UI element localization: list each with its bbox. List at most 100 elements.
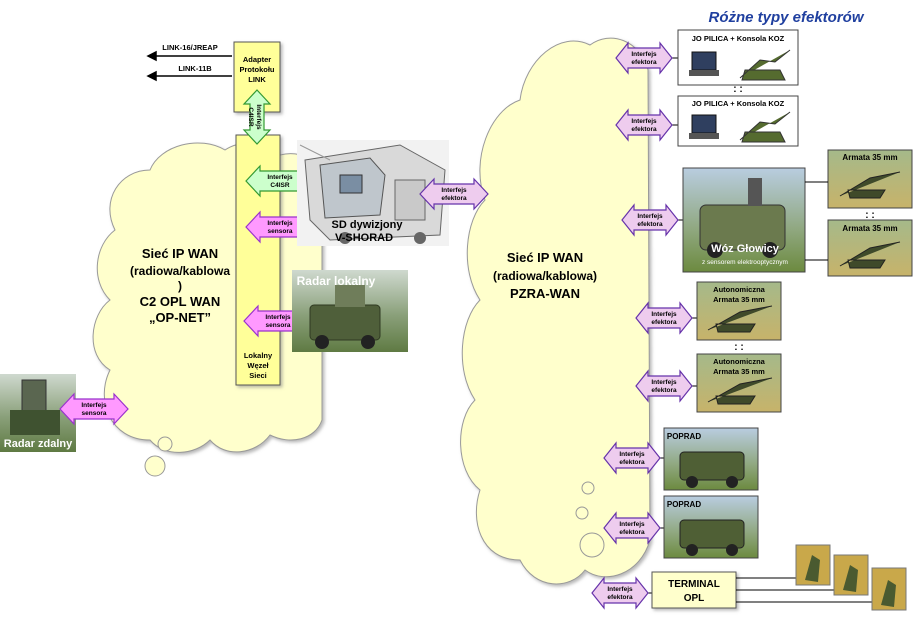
armata-image-2 [827, 219, 913, 277]
effector-arrow-5-line2: efektora [651, 387, 677, 394]
sensor-arrow-sd-line1: Interfejs [267, 220, 293, 227]
local-node-line2: Węzeł [247, 361, 269, 370]
effector-arrow-center [419, 177, 489, 211]
sensor-arrow-radar-remote-line1: Interfejs [81, 402, 107, 409]
effector-arrow-1 [615, 41, 673, 75]
c4isr-vertical-line1: Interfejs [255, 104, 262, 130]
effector-arrow-6-line2: efektora [619, 459, 645, 466]
cloud-bubble [157, 436, 173, 452]
jo-pilica-box-1 [677, 29, 799, 86]
effector-arrow-6-line1: Interfejs [619, 451, 645, 458]
cloud-bubble [575, 506, 589, 520]
effector-arrow-4 [635, 301, 693, 335]
effector-arrow-7-line1: Interfejs [619, 521, 645, 528]
jo-pilica-label-2: JO PILICA + Konsola KOZ [692, 99, 785, 108]
right-cloud-line1: Sieć IP WAN [507, 250, 583, 265]
effector-arrow-1-line1: Interfejs [631, 51, 657, 58]
woz-glowicy-image [682, 167, 806, 273]
dots-separator: : : [734, 342, 743, 353]
effector-arrow-7-line2: efektora [619, 529, 645, 536]
left-cloud-line3: ) [178, 279, 182, 293]
effector-arrow-2-line1: Interfejs [631, 118, 657, 125]
local-node-label: Lokalny Węzeł Sieci [244, 351, 273, 380]
local-node-line1: Lokalny [244, 351, 273, 360]
effector-arrow-center-line1: Interfejs [441, 187, 467, 194]
terminal-line2: OPL [684, 593, 705, 604]
effector-arrow-5-line1: Interfejs [651, 379, 677, 386]
armata-label-1: Armata 35 mm [842, 153, 897, 162]
left-cloud-line2: (radiowa/kablowa [130, 264, 230, 278]
local-node-line3: Sieci [249, 371, 267, 380]
left-cloud-line5: „OP-NET” [149, 310, 211, 325]
c4isr-arrow-line2: C4ISR [270, 182, 289, 189]
left-cloud-label: Sieć IP WAN (radiowa/kablowa ) C2 OPL WA… [130, 246, 230, 325]
armata-image-1 [827, 149, 913, 209]
effector-arrow-3-line1: Interfejs [637, 213, 663, 220]
c4isr-vertical-arrow [242, 89, 272, 145]
auto-armata-2-line2: Armata 35 mm [713, 367, 765, 376]
radar-local-image [292, 270, 408, 352]
woz-armata-connections [805, 181, 828, 261]
soldier-images [795, 544, 907, 611]
woz-sublabel: z sensorem elektrooptycznym [702, 259, 788, 266]
auto-armata-image-1 [696, 281, 782, 341]
sensor-arrow-radar-local-line1: Interfejs [265, 314, 291, 321]
effector-arrow-4-line1: Interfejs [651, 311, 677, 318]
effector-arrow-8-line2: efektora [607, 594, 633, 601]
sd-label-line2: V-SHORAD [335, 232, 393, 244]
effector-arrow-8-line1: Interfejs [607, 586, 633, 593]
armata-label-2: Armata 35 mm [842, 224, 897, 233]
adapter-label-line3: LINK [248, 75, 266, 84]
cloud-bubble [144, 455, 166, 477]
dots-separator: : : [865, 210, 874, 221]
auto-armata-image-2 [696, 353, 782, 413]
right-cloud-line3: PZRA-WAN [510, 286, 580, 301]
terminal-box [651, 571, 737, 609]
sd-label-line1: SD dywizjony [332, 219, 404, 231]
effector-arrow-2 [615, 108, 673, 142]
woz-label: Wóz Głowicy [711, 243, 780, 255]
right-cloud-label: Sieć IP WAN (radiowa/kablowa) PZRA-WAN [493, 250, 597, 301]
auto-armata-2-line1: Autonomiczna [713, 357, 765, 366]
sensor-arrow-sd-line2: sensora [268, 228, 293, 235]
c4isr-arrow-line1: Interfejs [267, 174, 293, 181]
sensor-arrow-radar-local-line2: sensora [266, 322, 291, 329]
adapter-label-line1: Adapter [243, 55, 271, 64]
effector-arrow-7 [603, 511, 661, 545]
left-cloud-line4: C2 OPL WAN [140, 294, 221, 309]
adapter-label-line2: Protokołu [240, 65, 275, 74]
jo-pilica-label-1: JO PILICA + Konsola KOZ [692, 34, 785, 43]
adapter-label: Adapter Protokołu LINK [240, 55, 275, 84]
c4isr-vertical-label: Interfejs C4ISR [247, 104, 262, 130]
terminal-lines [736, 577, 876, 603]
radar-local-label: Radar lokalny [297, 274, 376, 288]
effector-arrow-6 [603, 441, 661, 475]
sensor-arrow-radar-remote-line2: sensora [82, 410, 107, 417]
sd-vshorad-image [297, 140, 449, 246]
radar-remote-label: Radar zdalny [4, 438, 73, 450]
cloud-bubble [579, 532, 605, 558]
jo-pilica-box-2 [677, 95, 799, 147]
effector-arrow-2-line2: efektora [631, 126, 657, 133]
effector-arrow-5 [635, 369, 693, 403]
diagram-title: Różne typy efektorów [708, 9, 864, 26]
poprad-label-1: POPRAD [667, 432, 701, 441]
poprad-image-2 [663, 495, 759, 559]
cloud-bubble [581, 481, 595, 495]
link-arrows [146, 50, 232, 82]
terminal-line1: TERMINAL [668, 579, 720, 590]
right-cloud [460, 37, 651, 585]
effector-arrow-1-line2: efektora [631, 59, 657, 66]
c4isr-vertical-line2: C4ISR [247, 107, 254, 126]
left-cloud-line1: Sieć IP WAN [142, 246, 218, 261]
link16-label: LINK-16/JREAP [162, 43, 217, 52]
effector-arrows-right: InterfejsefektoraInterfejsefektoraInterf… [591, 41, 697, 610]
sensor-arrow-radar-remote [59, 392, 129, 426]
auto-armata-1-line1: Autonomiczna [713, 285, 765, 294]
effector-arrow-3-line2: efektora [637, 221, 663, 228]
effector-arrow-4-line2: efektora [651, 319, 677, 326]
poprad-image-1 [663, 427, 759, 491]
effector-arrow-3 [621, 203, 679, 237]
link11-label: LINK-11B [178, 64, 212, 73]
